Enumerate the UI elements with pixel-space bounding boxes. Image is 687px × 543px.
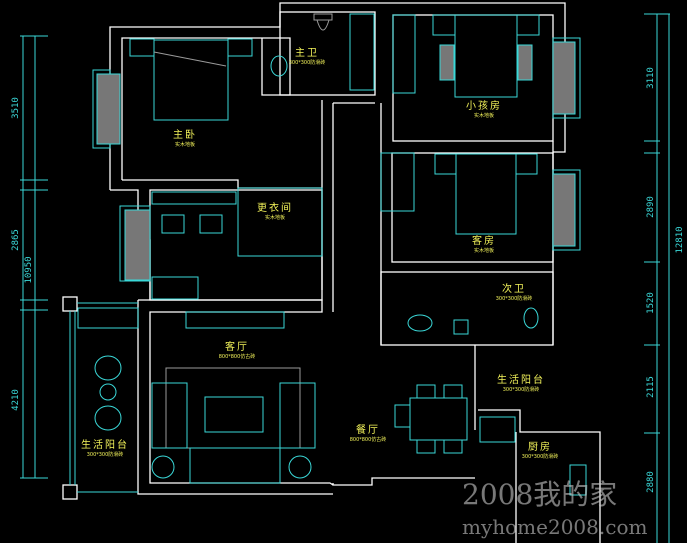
dimension-label-total: 12810 — [675, 226, 685, 254]
floor-material: 实木地板 — [473, 248, 494, 254]
floor-material: 实木地板 — [473, 113, 494, 119]
stove — [569, 464, 587, 496]
room-name: 更衣间 — [257, 203, 293, 214]
room-name: 主卧 — [173, 130, 197, 141]
dimension-label-total: 10950 — [24, 256, 34, 284]
armchair — [151, 382, 188, 449]
dining-table — [409, 397, 468, 441]
dimension-label: 2865 — [11, 229, 21, 251]
floor-material: 实木地板 — [174, 142, 195, 148]
sofa — [189, 447, 281, 484]
watermark-title: 2008我的家 — [462, 478, 618, 511]
room-name: 生活阳台 — [497, 375, 545, 386]
room-name: 主卫 — [295, 48, 319, 59]
room-name: 生活阳台 — [81, 440, 129, 451]
guest-bed — [455, 153, 517, 235]
dimension-label: 2880 — [646, 471, 656, 493]
tv-cabinet — [185, 311, 285, 329]
wardrobe — [392, 14, 416, 94]
windows — [69, 37, 581, 493]
floor-material: 800*800仿古砖 — [349, 437, 387, 443]
watermark-url: myhome2008.com — [462, 515, 648, 539]
floor-material: 800*800仿古砖 — [218, 354, 256, 360]
room-label-guest-room: 客房实木地板 — [472, 236, 496, 254]
sink — [270, 55, 288, 77]
dimension-lines — [20, 13, 670, 543]
dimension-label: 1520 — [646, 292, 656, 314]
bathtub — [349, 13, 375, 91]
room-name: 次卫 — [502, 284, 526, 295]
room-name: 客厅 — [225, 342, 249, 353]
room-label-master-bedroom: 主卧实木地板 — [173, 130, 197, 148]
dimension-label: 3510 — [11, 97, 21, 119]
floor-material: 300*300防滑砖 — [502, 387, 540, 393]
master-bed — [153, 39, 229, 121]
dimension-label: 4210 — [11, 389, 21, 411]
guest-wardrobe — [380, 152, 415, 212]
room-label-dressing-room: 更衣间实木地板 — [257, 203, 293, 221]
dimension-label: 3110 — [646, 67, 656, 89]
floor-material: 300*300防滑砖 — [86, 452, 124, 458]
kids-bed — [454, 14, 518, 98]
room-name: 客房 — [472, 236, 496, 247]
dimension-label: 2115 — [646, 376, 656, 398]
coffee-table — [204, 396, 264, 433]
floor-material: 300*300防滑砖 — [495, 296, 533, 302]
room-name: 餐厅 — [356, 425, 380, 436]
floor-material: 300*300防滑砖 — [521, 454, 559, 460]
room-label-kids-room: 小孩房实木地板 — [466, 101, 502, 119]
room-name: 厨房 — [528, 442, 552, 453]
floor-material: 实木地板 — [264, 215, 285, 221]
floor-material: 300*300防滑砖 — [288, 60, 326, 66]
washing-machine — [479, 416, 516, 443]
furniture — [77, 13, 587, 496]
armchair — [279, 382, 316, 449]
dimension-label: 2890 — [646, 196, 656, 218]
dressing-closets — [237, 187, 323, 257]
room-name: 小孩房 — [466, 101, 502, 112]
